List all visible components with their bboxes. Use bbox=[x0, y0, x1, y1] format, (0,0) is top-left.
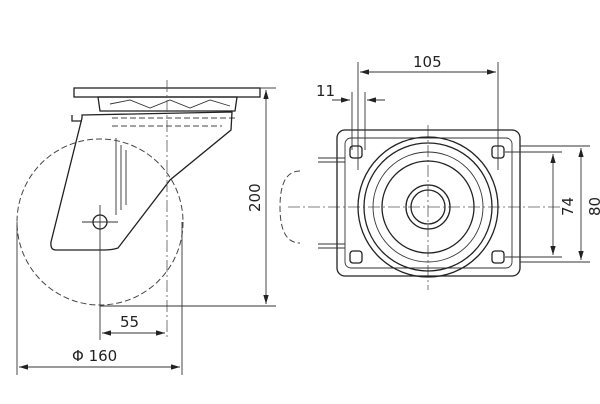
dim-hole-spacing-y-outer: 80 bbox=[586, 197, 600, 216]
dim-wheel-diameter: Φ 160 bbox=[72, 347, 117, 365]
dim-hole-spacing-x: 105 bbox=[413, 53, 442, 71]
dim-hole-spacing-y-inner: 74 bbox=[559, 197, 577, 216]
dim-height: 200 bbox=[246, 183, 264, 212]
dim-slot: 11 bbox=[316, 82, 335, 100]
mounting-plate bbox=[336, 129, 521, 277]
side-view: 55 Φ 160 200 bbox=[16, 80, 276, 375]
dim-offset: 55 bbox=[120, 313, 139, 331]
axle-hole bbox=[410, 189, 446, 225]
top-view: 105 11 74 80 bbox=[279, 53, 600, 290]
fork bbox=[50, 111, 233, 251]
bracket-head bbox=[97, 96, 238, 112]
